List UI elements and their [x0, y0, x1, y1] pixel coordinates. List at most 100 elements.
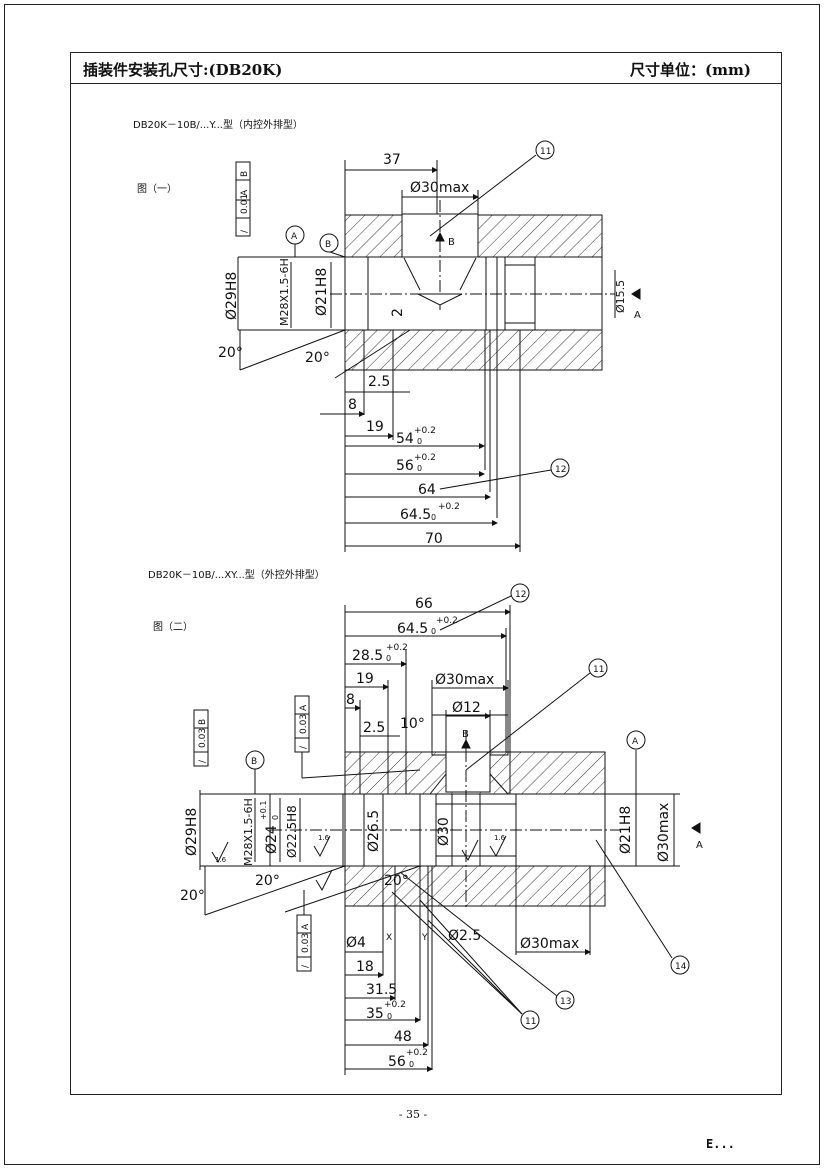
f2-dim-d21h8: Ø21H8 — [618, 806, 634, 854]
f2-dim-35: 35 — [366, 1006, 384, 1022]
f1-dim-56: 56 — [396, 458, 414, 474]
f1-dim-37: 37 — [383, 152, 401, 168]
f2-dim-48: 48 — [394, 1029, 412, 1045]
f2-dim-ang20a: 20° — [180, 888, 205, 904]
f2-dim-d22_5h8: Ø22.5H8 — [285, 805, 299, 858]
f1-tol-b: B — [240, 171, 250, 177]
f1-dim-54-tol: +0.2 — [414, 426, 436, 436]
f2-dim-64_5-tol: +0.2 — [436, 616, 458, 626]
f2-dim-ang20c: 20° — [384, 873, 409, 889]
f2-dim-d26_5: Ø26.5 — [366, 810, 382, 852]
page-number: - 35 - — [398, 1108, 428, 1121]
f2-dim-d29h8: Ø29H8 — [184, 808, 200, 856]
f2-dim-56-low: 0 — [409, 1060, 414, 1069]
f2-dim-18: 18 — [356, 959, 374, 975]
page-title: 插装件安装孔尺寸:(DB20K) — [83, 61, 283, 79]
f2-dim-64_5: 64.5 — [397, 621, 428, 637]
figure2-label: 图（二） — [153, 622, 193, 633]
f2-dim-35-tol: +0.2 — [384, 1000, 406, 1010]
f2-dim-d12: Ø12 — [452, 700, 481, 716]
f2-dim-56: 56 — [388, 1054, 406, 1070]
f2-callout-14: 14 — [675, 962, 687, 972]
f2-dim-ang10: 10° — [400, 716, 425, 732]
f1-datum-a: A — [291, 232, 298, 242]
figure1-labels: 37 Ø30max 11 12 A B B A / 0.01 A B Ø29H8… — [218, 147, 641, 547]
figure2-caption: DB20K－10B/...XY...型（外控外排型） — [148, 570, 325, 581]
f2-dim-19: 19 — [356, 671, 374, 687]
figure1-drawing — [235, 140, 641, 552]
f2-callout-12: 12 — [515, 590, 526, 600]
f1-dim-d30max: Ø30max — [410, 180, 469, 196]
f1-dim-64: 64 — [418, 482, 436, 498]
f2-flow-b: B — [462, 729, 469, 740]
f2-dim-31_5: 31.5 — [366, 982, 397, 998]
f1-tol-value: 0.01 — [240, 194, 250, 214]
f2-tol2-value: 0.03 — [299, 714, 309, 734]
f1-dim-64_5-tol: +0.2 — [438, 502, 460, 512]
content-frame: 插装件安装孔尺寸:(DB20K) 尺寸单位：(mm) — [70, 52, 782, 1095]
f1-tol-a: A — [240, 189, 250, 196]
f2-dim-28_5: 28.5 — [352, 648, 383, 664]
f2-dim-28_5-low: 0 — [386, 654, 391, 663]
figure1-caption: DB20K－10B/...Y...型（内控外排型） — [133, 120, 303, 131]
f1-dim-m28: M28X1.5-6H — [278, 258, 291, 326]
f2-dim-2_5: 2.5 — [363, 720, 385, 736]
f1-dim-64_5: 64.5 — [400, 507, 431, 523]
f2-dim-d24-low: 0 — [271, 815, 280, 820]
f2-dim-64_5-low: 0 — [431, 627, 436, 636]
f2-dim-66: 66 — [415, 596, 433, 612]
figure1-label: 图（一） — [137, 184, 177, 195]
f1-callout-12: 12 — [555, 465, 566, 475]
f1-dim-54-low: 0 — [417, 437, 422, 446]
f2-callout-11: 11 — [593, 665, 604, 675]
f1-dim-19: 19 — [366, 419, 384, 435]
f2-rough-2: 1.6 — [318, 834, 330, 842]
header-bar: 插装件安装孔尺寸:(DB20K) 尺寸单位：(mm) — [71, 53, 781, 84]
f2-dim-56-tol: +0.2 — [406, 1048, 428, 1058]
f1-dim-ang20b: 20° — [305, 350, 330, 366]
f1-dim-70: 70 — [425, 531, 443, 547]
f1-dim-2: 2 — [390, 308, 406, 317]
f2-mark-y: Y — [421, 933, 428, 943]
f2-dim-d30max-right: Ø30max — [656, 803, 672, 862]
unit-label: 尺寸单位：(mm) — [630, 61, 751, 79]
f2-dim-d2_5: Ø2.5 — [448, 928, 481, 944]
f2-rough-3: 1.6 — [494, 834, 506, 842]
f2-callout-13: 13 — [560, 997, 571, 1007]
f2-dim-m28: M28X1.5-6H — [242, 798, 255, 866]
f1-dim-56-tol: +0.2 — [414, 453, 436, 463]
f2-rough-1: 1.6 — [215, 856, 227, 864]
f2-tol1-slash: / — [198, 759, 208, 763]
f2-tol1-value: 0.03 — [198, 728, 208, 748]
f1-datum-b: B — [325, 240, 331, 250]
f1-section-a: A — [634, 310, 641, 321]
f2-dim-d4: Ø4 — [346, 935, 366, 951]
f1-dim-8: 8 — [348, 397, 357, 413]
f2-dim-8: 8 — [346, 692, 355, 708]
f2-dim-d30max-bottom: Ø30max — [520, 936, 579, 952]
f1-dim-d29h8: Ø29H8 — [224, 272, 240, 320]
f2-dim-28_5-tol: +0.2 — [386, 643, 408, 653]
f1-dim-d15_5: Ø15.5 — [614, 280, 627, 313]
f2-dim-ang20b: 20° — [255, 873, 280, 889]
f1-flow-b: B — [448, 237, 455, 248]
f1-dim-64_5-low: 0 — [431, 513, 436, 522]
f2-dim-d30max: Ø30max — [435, 672, 494, 688]
figure2-labels: 66 64.5 +0.2 0 28.5 +0.2 0 19 Ø30max 8 Ø… — [180, 590, 703, 1070]
f2-tol2-slash: / — [299, 745, 309, 749]
f1-dim-d21h8: Ø21H8 — [314, 268, 330, 316]
f2-tol3-slash: / — [301, 964, 311, 968]
f2-callout-11b: 11 — [525, 1017, 536, 1027]
f1-dim-2_5: 2.5 — [368, 374, 390, 390]
figure2-drawing — [193, 583, 701, 1075]
f2-tol2-a: A — [299, 704, 309, 711]
f2-dim-d24: Ø24 — [264, 825, 280, 854]
f2-dim-d24-tol: +0.1 — [259, 801, 268, 820]
f2-section-a: A — [696, 840, 703, 851]
f2-tol3-value: 0.03 — [301, 933, 311, 953]
f1-dim-56-low: 0 — [417, 464, 422, 473]
f2-tol3-a: A — [301, 923, 311, 930]
page-border — [4, 4, 820, 1165]
f1-tol-slash: / — [240, 229, 250, 233]
